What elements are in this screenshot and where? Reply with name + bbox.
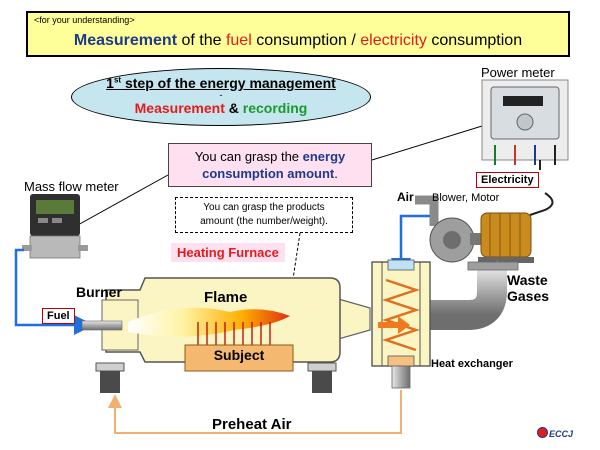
grasp-text-prefix: You can grasp the (194, 149, 303, 164)
exhaust-flange (467, 261, 519, 271)
furnace-leg-right-base (312, 371, 332, 393)
fuel-line (14, 248, 94, 335)
hx-bottom-outlet (391, 365, 411, 389)
mass-flow-meter-label: Mass flow meter (24, 179, 119, 194)
step-subheading: Measurement & recording (72, 100, 370, 116)
hot-gas-arrow (378, 316, 410, 334)
title-electricity: electricity (360, 32, 427, 49)
heating-furnace-label: Heating Furnace (171, 243, 285, 262)
mass-flow-meter-device (22, 194, 88, 259)
preheat-air-label: Preheat Air (212, 416, 292, 433)
step-dash: - (219, 90, 223, 100)
furnace-leg-right (307, 362, 337, 372)
exhaust-pipe (420, 268, 507, 330)
electricity-label: Electricity (476, 172, 539, 188)
burner-label: Burner (76, 284, 122, 300)
step-ordinal: st (113, 75, 122, 85)
power-meter-device (481, 79, 569, 165)
flame (128, 307, 290, 337)
products-line-1: You can grasp the products (203, 202, 325, 213)
subject-label: Subject (213, 347, 265, 363)
pointer-line-to-power-meter (371, 120, 496, 161)
title-measurement: Measurement (73, 32, 178, 49)
blower-motor-label: Blower, Motor (432, 192, 500, 204)
blower-motor-device (415, 195, 534, 263)
eccj-logo: ECCJ (549, 429, 574, 439)
electricity-cable (529, 160, 554, 216)
heat-arrows (197, 322, 271, 345)
step-ellipse: 1st step of the energy management - Meas… (71, 68, 371, 126)
grasp-energy: energy (302, 149, 346, 164)
power-meter-label: Power meter (481, 65, 555, 80)
preheat-air-line (108, 390, 402, 434)
waste-line-1: Waste (507, 272, 548, 288)
step-recording: recording (242, 100, 308, 116)
step-amp: & (224, 100, 243, 116)
title-text-6: consumption (426, 32, 523, 49)
flame-label: Flame (204, 289, 248, 306)
furnace-leg-left-base (100, 371, 120, 393)
title-text-4: consumption / (251, 32, 361, 49)
title-text-2: of the (177, 32, 226, 49)
heat-exchanger-label: Heat exchanger (431, 358, 513, 370)
air-label: Air (397, 190, 414, 204)
energy-consumption-callout: You can grasp the energy consumption amou… (168, 143, 372, 187)
burner-nozzle (81, 320, 123, 331)
subject-block (184, 344, 294, 372)
step-heading: 1st step of the energy management (72, 75, 370, 91)
title-tag: <for your understanding> (34, 15, 135, 25)
furnace-leg-left (95, 362, 125, 372)
air-line (391, 214, 430, 278)
step-text: step of the energy management (121, 75, 336, 91)
waste-line-2: Gases (507, 288, 550, 304)
grasp-text-suffix: . (334, 166, 338, 181)
step-number: 1 (106, 75, 114, 91)
grasp-consumption-amount: consumption amount (202, 166, 335, 181)
heat-exchanger (371, 259, 431, 367)
products-line-2: amount (the number/weight). (200, 216, 328, 227)
title-fuel: fuel (225, 32, 252, 49)
title-box: <for your understanding> Measurement of … (26, 11, 570, 57)
page-title: Measurement of the fuel consumption / el… (28, 32, 568, 50)
fuel-label: Fuel (42, 308, 75, 324)
products-amount-callout: You can grasp the products amount (the nu… (175, 197, 353, 233)
step-measurement: Measurement (134, 100, 225, 116)
eccj-logo-icon (537, 427, 548, 438)
